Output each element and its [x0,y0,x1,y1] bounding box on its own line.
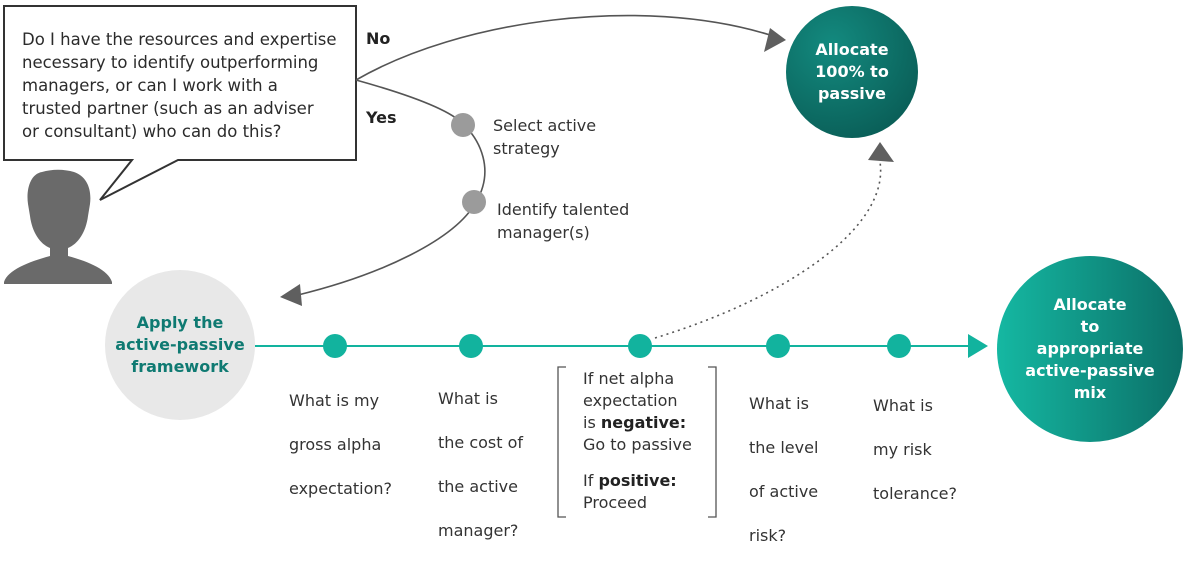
allocate-mix-circle [997,256,1183,442]
no-branch-arrow [355,14,771,81]
cond-text: If [583,471,599,490]
q-line: What is [438,389,498,408]
no-label: No [366,29,391,48]
gross-alpha-question: What is my gross alpha expectation? [289,368,392,522]
framework-circle [105,270,255,420]
condition-node [628,334,652,358]
q-line: the level [749,438,819,457]
risk-tolerance-question: What is my risk tolerance? [873,373,957,527]
timeline-arrowhead [968,334,988,358]
yes-arrowhead [280,284,302,306]
q-line: my risk [873,440,932,459]
framework-label: Apply the active-passive framework [110,275,250,415]
positive-text: positive: [598,471,677,490]
node-line: active-passive [115,335,245,354]
node-line: framework [131,357,229,376]
cond-line: Proceed [583,493,648,512]
cond-line: Go to passive [583,435,692,454]
person-icon [4,169,112,284]
speech-bubble [3,5,357,201]
q-line: manager? [438,521,519,540]
cond-line: If positive: [583,470,692,492]
net-alpha-condition: If net alpha expectation is negative: Go… [583,368,692,514]
active-risk-node [766,334,790,358]
cond-line: If net alpha [583,369,675,388]
q-line: What is [749,394,809,413]
cost-node [459,334,483,358]
allocate-passive-circle [786,6,918,138]
node-line: mix [1073,383,1107,402]
cond-line: expectation [583,391,678,410]
node-line: Apply the [136,313,224,332]
node-line: Allocate [815,40,889,59]
node-line: 100% to [815,62,889,81]
node-line: to [1080,317,1100,336]
node-line: active-passive [1025,361,1155,380]
q-line: the cost of [438,433,524,452]
select-active-strategy-label: Select active strategy [493,114,596,160]
question-line: or consultant) who can do this? [22,122,282,141]
cond-text: is [583,413,601,432]
cost-question: What is the cost of the active manager? [438,366,523,564]
condition-bracket-left [557,366,566,518]
question-text: Do I have the resources and expertise ne… [22,28,362,143]
active-risk-question: What is the level of active risk? [749,371,818,569]
negative-text: negative: [600,413,687,432]
yes-branch-arrow [297,79,486,296]
select-strategy-node [451,113,475,137]
question-line: Do I have the resources and expertise [22,30,337,49]
q-line: gross alpha [289,435,382,454]
node-line: Allocate [1053,295,1127,314]
question-line: managers, or can I work with a [22,76,278,95]
q-line: the active [438,477,518,496]
node-line: passive [817,84,887,103]
dotted-arrowhead [868,142,894,162]
q-line: tolerance? [873,484,958,503]
q-line: expectation? [289,479,393,498]
cond-line: is negative: [583,412,692,434]
identify-manager-label: Identify talented manager(s) [497,198,629,244]
condition-bracket-right [708,366,717,518]
gross-alpha-node [323,334,347,358]
step-line: manager(s) [497,223,590,242]
flow-diagram [3,5,1183,518]
node-line: appropriate [1036,339,1144,358]
no-arrowhead [764,28,786,52]
question-line: necessary to identify outperforming [22,53,319,72]
question-line: trusted partner (such as an adviser [22,99,314,118]
q-line: What is [873,396,933,415]
allocate-mix-label: Allocate to appropriate active-passive m… [1000,262,1180,436]
step-line: Identify talented [497,200,630,219]
allocate-passive-label: Allocate 100% to passive [786,6,918,138]
identify-manager-node [462,190,486,214]
q-line: risk? [749,526,787,545]
negative-dotted-arrow [654,161,882,339]
step-line: strategy [493,139,560,158]
q-line: of active [749,482,819,501]
risk-tolerance-node [887,334,911,358]
yes-label: Yes [366,108,397,127]
step-line: Select active [493,116,597,135]
q-line: What is my [289,391,380,410]
